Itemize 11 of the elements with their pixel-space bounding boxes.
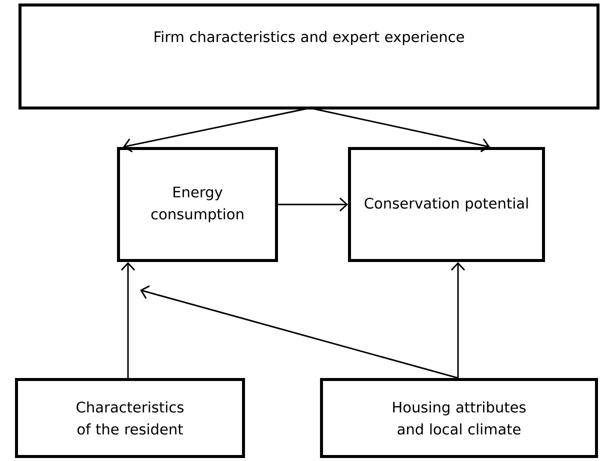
process-box: Firm characteristics and expert experience bbox=[18, 4, 600, 110]
arrow bbox=[450, 262, 466, 378]
arrow bbox=[120, 262, 136, 378]
arrow bbox=[310, 107, 490, 152]
process-box: Housing attributes and local climate bbox=[320, 378, 598, 458]
process-box: Characteristics of the resident bbox=[15, 378, 245, 458]
process-box: Conservation potential bbox=[348, 147, 545, 262]
arrow bbox=[278, 197, 348, 212]
process-box: Energy consumption bbox=[117, 147, 278, 262]
arrow bbox=[123, 107, 310, 152]
arrow bbox=[140, 285, 458, 379]
